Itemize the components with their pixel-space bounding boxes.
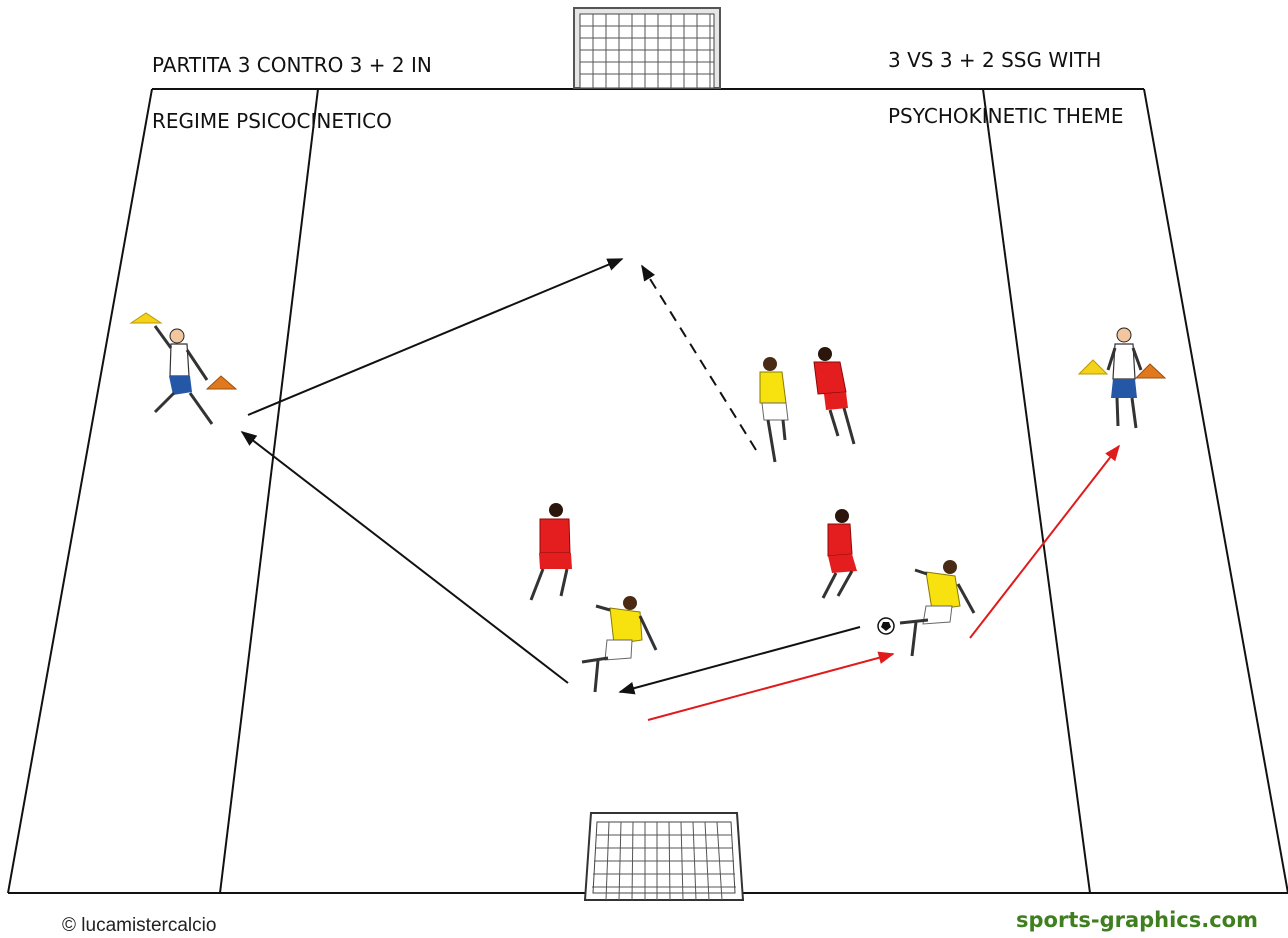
- red-player: [814, 347, 854, 444]
- brand-credit: sports-graphics.com: [1016, 908, 1258, 932]
- pitch-right-sideline: [1144, 89, 1288, 893]
- arrow-icon: [648, 654, 893, 720]
- yellow-player-with-ball: [878, 560, 974, 656]
- ball-icon: [878, 618, 894, 634]
- title-italian-line-2: REGIME PSICOCINETICO: [152, 107, 432, 135]
- player-figure-icon: [823, 509, 857, 598]
- yellow-player: [760, 357, 788, 462]
- right-zone-line: [983, 89, 1090, 893]
- player-figure-icon: [531, 503, 572, 600]
- cone-icon: [1079, 360, 1107, 374]
- title-english: 3 VS 3 + 2 SSG WITH PSYCHOKINETIC THEME: [888, 18, 1123, 158]
- neutral-player-right: [1079, 328, 1165, 428]
- arrow-icon: [970, 446, 1119, 638]
- arrow-icon: [620, 627, 860, 692]
- cone-icon: [207, 376, 236, 389]
- red-player: [823, 509, 857, 598]
- goal-net-icon: [574, 8, 720, 88]
- player-figure-icon: [582, 596, 656, 692]
- left-zone-line: [220, 89, 318, 893]
- title-italian: PARTITA 3 CONTRO 3 + 2 IN REGIME PSICOCI…: [152, 23, 432, 163]
- title-italian-line-1: PARTITA 3 CONTRO 3 + 2 IN: [152, 51, 432, 79]
- arrow-icon: [242, 432, 568, 683]
- cone-icon: [131, 313, 161, 323]
- player-figure-icon: [900, 560, 974, 656]
- arrow-icon: [248, 259, 622, 415]
- pitch-left-sideline: [8, 89, 152, 893]
- pass-arrows: [242, 259, 1119, 720]
- title-english-line-2: PSYCHOKINETIC THEME: [888, 102, 1123, 130]
- player-figure-icon: [155, 326, 212, 424]
- player-figure-icon: [760, 357, 788, 462]
- goal-net-icon: [585, 813, 743, 900]
- arrow-icon: [642, 266, 756, 450]
- pitch: [8, 89, 1288, 893]
- yellow-player: [582, 596, 656, 692]
- neutral-player-left: [131, 313, 236, 424]
- copyright-credit: © lucamistercalcio: [62, 915, 216, 937]
- red-player: [531, 503, 572, 600]
- player-figure-icon: [814, 347, 854, 444]
- title-english-line-1: 3 VS 3 + 2 SSG WITH: [888, 46, 1123, 74]
